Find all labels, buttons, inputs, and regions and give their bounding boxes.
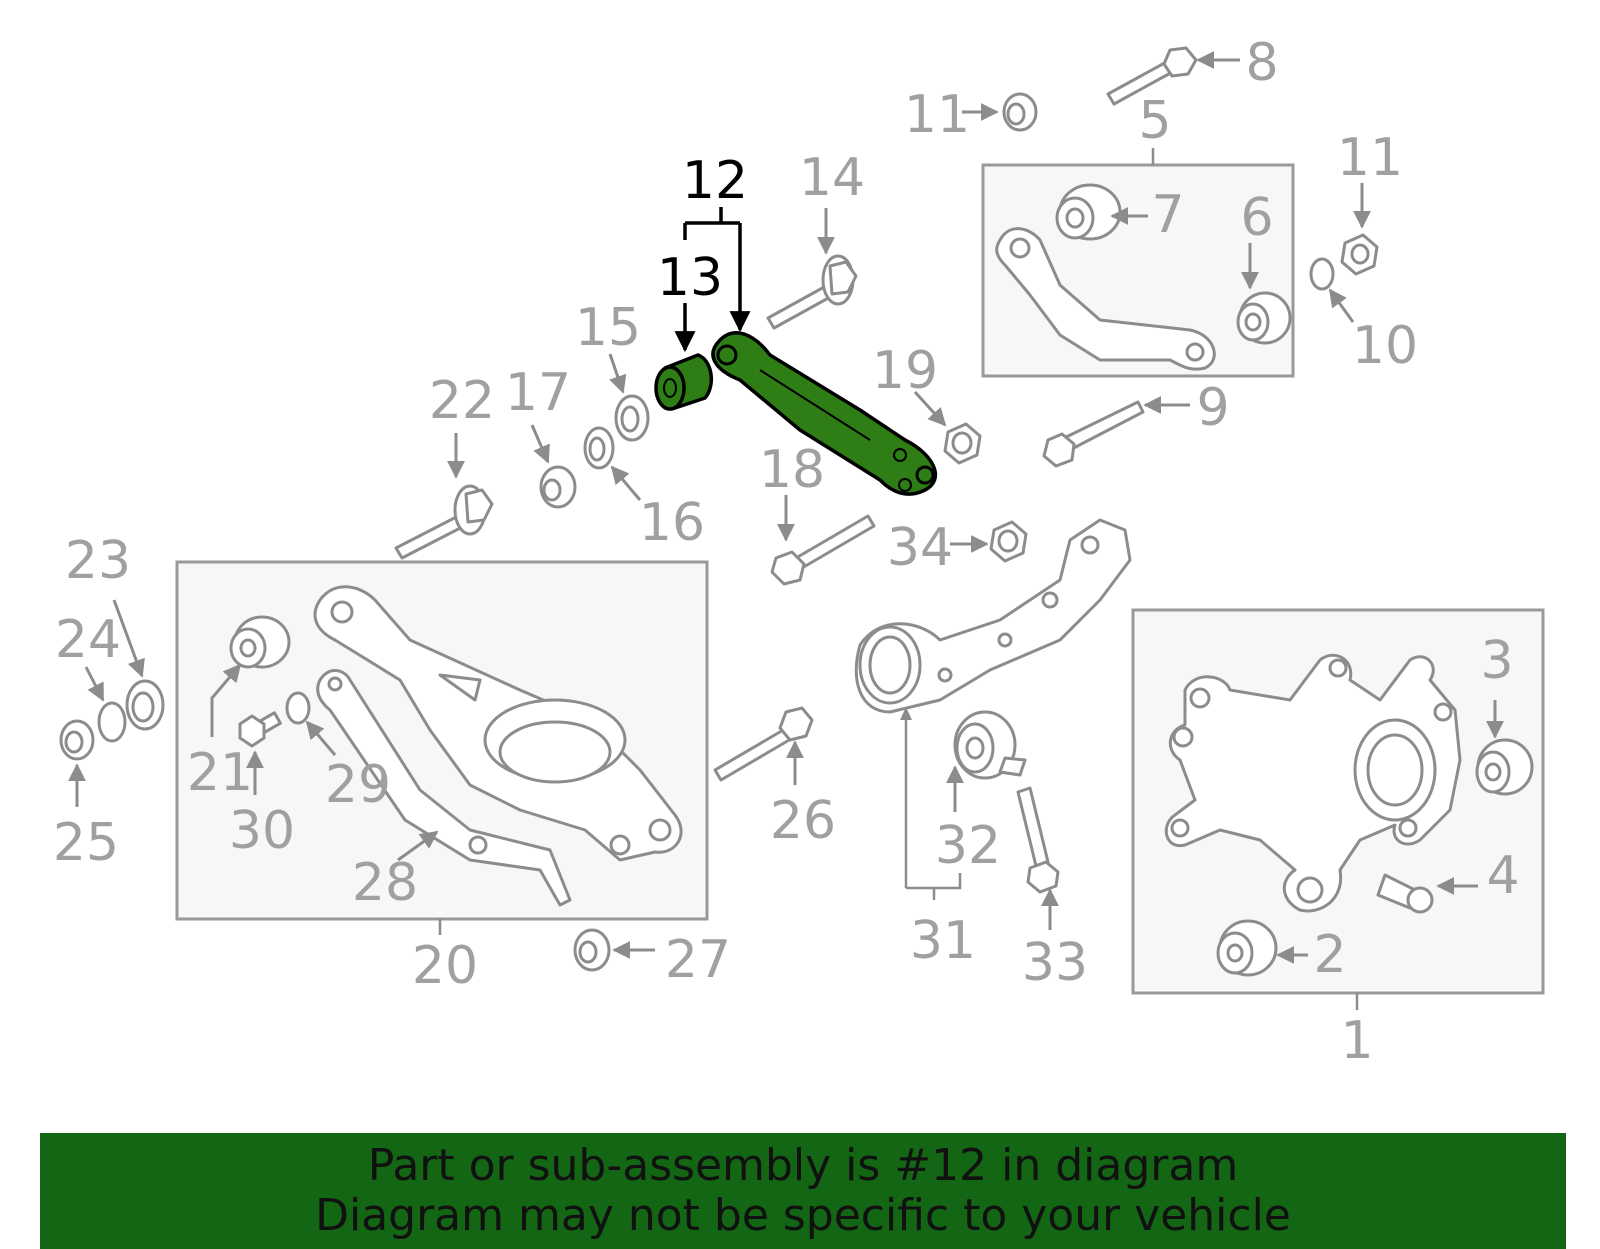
part-22-bolt[interactable] [394, 484, 494, 560]
callout-29: 29 [325, 755, 391, 815]
callout-17: 17 [505, 363, 571, 423]
banner-line-1: Part or sub-assembly is #12 in diagram [367, 1140, 1239, 1191]
part-19-nut[interactable] [943, 422, 982, 465]
part-11-nut-right[interactable] [1340, 233, 1379, 276]
callout-27: 27 [665, 930, 731, 990]
part-23-bushing[interactable] [125, 679, 165, 731]
callout-23: 23 [65, 531, 131, 591]
callout-30: 30 [229, 801, 295, 861]
callout-numbers: 1 2 3 4 5 6 7 8 9 10 11 11 12 13 14 15 1… [53, 33, 1520, 1071]
part-6-bushing[interactable] [1236, 291, 1292, 345]
part-26-bolt[interactable] [713, 706, 814, 782]
part-28-stabilizer-link[interactable] [316, 669, 572, 907]
part-31-trailing-arm[interactable] [854, 518, 1132, 714]
part-8-bolt[interactable] [1106, 46, 1198, 106]
highlight-leader-lines [674, 207, 751, 353]
callout-6: 6 [1240, 188, 1273, 248]
part-9-bolt[interactable] [1042, 400, 1145, 468]
callout-19: 19 [872, 341, 938, 401]
callout-9: 9 [1196, 378, 1229, 438]
callout-16: 16 [639, 493, 705, 553]
callout-28: 28 [352, 853, 418, 913]
leader-lines [68, 51, 1504, 1010]
callout-26: 26 [770, 791, 836, 851]
part-2-bushing[interactable] [1216, 919, 1278, 977]
callout-22: 22 [429, 371, 495, 431]
callout-21: 21 [187, 743, 253, 803]
part-12-lower-control-arm[interactable] [711, 331, 937, 496]
callout-11-top: 11 [904, 85, 970, 145]
part-11-nut-top[interactable] [1002, 92, 1038, 132]
part-34-nut[interactable] [989, 520, 1028, 563]
callout-11-right: 11 [1337, 128, 1403, 188]
callout-5: 5 [1138, 91, 1171, 151]
callout-7: 7 [1151, 185, 1184, 245]
callout-3: 3 [1480, 631, 1513, 691]
callout-34: 34 [887, 518, 953, 578]
info-banner: Part or sub-assembly is #12 in diagram D… [40, 1133, 1566, 1249]
part-25-nut[interactable] [59, 719, 95, 761]
part-1-knuckle[interactable] [1164, 653, 1462, 913]
callout-10: 10 [1352, 316, 1418, 376]
part-7-bushing[interactable] [1055, 183, 1122, 241]
part-33-bolt[interactable] [1016, 786, 1060, 894]
part-27-nut[interactable] [573, 928, 611, 972]
part-17-nut[interactable] [539, 465, 577, 509]
callout-20: 20 [412, 936, 478, 996]
callout-4: 4 [1486, 846, 1519, 906]
part-20-lower-arm[interactable] [313, 585, 683, 862]
callout-14: 14 [799, 148, 865, 208]
part-15-washer[interactable] [614, 394, 650, 442]
part-18-bolt[interactable] [770, 514, 876, 586]
part-16-washer[interactable] [583, 426, 615, 470]
part-14-bolt[interactable] [766, 254, 858, 330]
part-21-bushing[interactable] [229, 615, 291, 669]
part-3-bushing[interactable] [1475, 738, 1534, 796]
callout-12: 12 [682, 151, 748, 211]
callout-1: 1 [1340, 1011, 1373, 1071]
callout-31: 31 [910, 911, 976, 971]
banner-line-2: Diagram may not be specific to your vehi… [315, 1190, 1291, 1241]
callout-33: 33 [1022, 933, 1088, 993]
part-5-upper-control-arm[interactable] [995, 227, 1216, 371]
callout-2: 2 [1313, 925, 1346, 985]
part-30-nut[interactable] [238, 711, 282, 748]
part-24-ring[interactable] [97, 701, 127, 743]
callout-24: 24 [55, 610, 121, 670]
callout-13: 13 [657, 248, 723, 308]
part-32-bushing[interactable] [953, 710, 1027, 780]
callout-32: 32 [935, 816, 1001, 876]
part-4-pin[interactable] [1376, 873, 1434, 914]
part-10-washer[interactable] [1309, 257, 1335, 291]
callout-15: 15 [575, 298, 641, 358]
callout-25: 25 [53, 813, 119, 873]
callout-8: 8 [1245, 33, 1278, 93]
part-29-washer[interactable] [285, 691, 311, 725]
callout-18: 18 [759, 440, 825, 500]
part-13-bushing[interactable] [654, 353, 714, 411]
